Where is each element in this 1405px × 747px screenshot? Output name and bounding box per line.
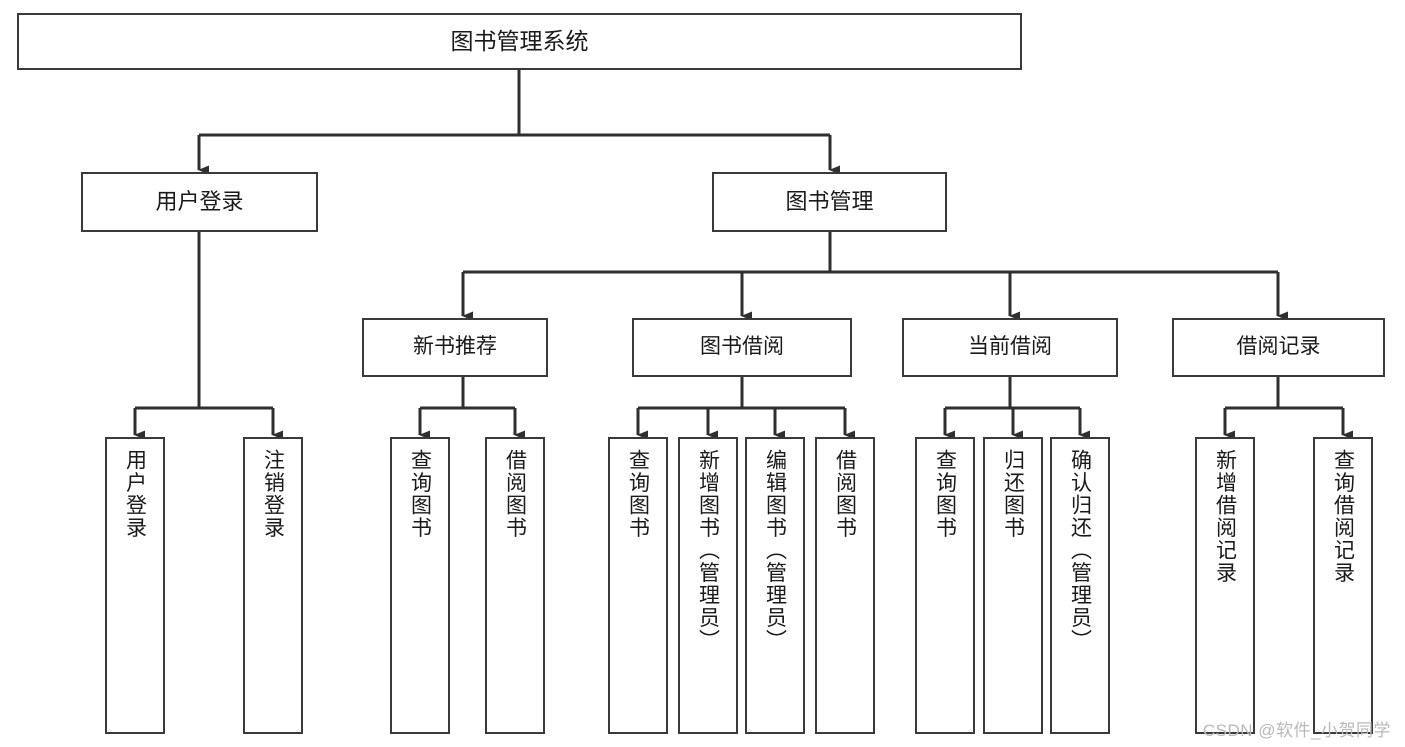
node-book-borrow[interactable]: 图书借阅 bbox=[632, 318, 852, 377]
node-leaf-logout-label: 注销登录 bbox=[261, 449, 285, 539]
node-book-borrow-label: 图书借阅 bbox=[700, 335, 784, 359]
node-new-book-recommend-label: 新书推荐 bbox=[413, 335, 497, 359]
node-book-management[interactable]: 图书管理 bbox=[712, 172, 947, 232]
node-leaf-query-book-2[interactable]: 查询图书 bbox=[608, 437, 668, 734]
node-leaf-confirm-return-admin[interactable]: 确认归还（管理员） bbox=[1050, 437, 1110, 734]
node-leaf-add-borrow-record-label: 新增借阅记录 bbox=[1213, 449, 1237, 584]
node-leaf-query-book-1-label: 查询图书 bbox=[408, 449, 432, 539]
node-root-label: 图书管理系统 bbox=[450, 28, 589, 55]
node-leaf-add-book-admin[interactable]: 新增图书（管理员） bbox=[678, 437, 738, 734]
node-leaf-query-borrow-record-label: 查询借阅记录 bbox=[1331, 449, 1355, 584]
node-leaf-return-book-label: 归还图书 bbox=[1001, 449, 1025, 539]
node-leaf-logout[interactable]: 注销登录 bbox=[243, 437, 303, 734]
node-borrow-record[interactable]: 借阅记录 bbox=[1172, 318, 1385, 377]
node-leaf-add-book-admin-label: 新增图书（管理员） bbox=[696, 449, 720, 652]
node-current-borrow[interactable]: 当前借阅 bbox=[902, 318, 1118, 377]
node-leaf-user-login[interactable]: 用户登录 bbox=[105, 437, 165, 734]
node-leaf-borrow-book-2-label: 借阅图书 bbox=[833, 449, 857, 539]
node-leaf-return-book[interactable]: 归还图书 bbox=[983, 437, 1043, 734]
node-user-login-label: 用户登录 bbox=[155, 189, 244, 215]
node-root[interactable]: 图书管理系统 bbox=[17, 13, 1022, 70]
node-leaf-edit-book-admin-label: 编辑图书（管理员） bbox=[763, 449, 787, 652]
node-leaf-borrow-book-1[interactable]: 借阅图书 bbox=[485, 437, 545, 734]
node-current-borrow-label: 当前借阅 bbox=[968, 335, 1052, 359]
node-new-book-recommend[interactable]: 新书推荐 bbox=[362, 318, 548, 377]
node-leaf-edit-book-admin[interactable]: 编辑图书（管理员） bbox=[745, 437, 805, 734]
node-leaf-query-book-3[interactable]: 查询图书 bbox=[915, 437, 975, 734]
node-leaf-confirm-return-admin-label: 确认归还（管理员） bbox=[1068, 449, 1092, 652]
node-borrow-record-label: 借阅记录 bbox=[1236, 335, 1321, 359]
node-leaf-add-borrow-record[interactable]: 新增借阅记录 bbox=[1195, 437, 1255, 734]
node-user-login[interactable]: 用户登录 bbox=[81, 172, 318, 232]
node-leaf-query-book-1[interactable]: 查询图书 bbox=[390, 437, 450, 734]
node-leaf-borrow-book-2[interactable]: 借阅图书 bbox=[815, 437, 875, 734]
node-leaf-query-book-2-label: 查询图书 bbox=[626, 449, 650, 539]
node-leaf-user-login-label: 用户登录 bbox=[123, 449, 147, 539]
node-book-management-label: 图书管理 bbox=[785, 189, 874, 215]
node-leaf-query-borrow-record[interactable]: 查询借阅记录 bbox=[1313, 437, 1373, 734]
node-leaf-query-book-3-label: 查询图书 bbox=[933, 449, 957, 539]
node-leaf-borrow-book-1-label: 借阅图书 bbox=[503, 449, 527, 539]
